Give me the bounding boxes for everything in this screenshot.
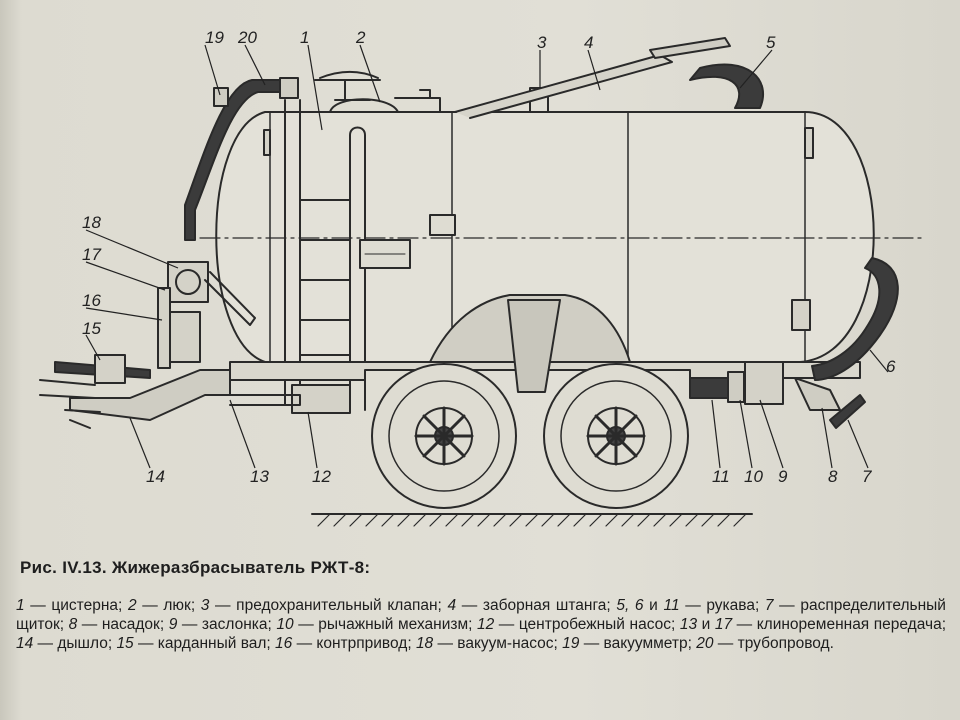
ground-hatch [317,513,747,527]
legend-text: — дышло; [33,635,117,652]
callout-14: 14 [146,467,165,486]
legend-number: 8 [68,616,78,633]
callout-20: 20 [237,28,257,47]
legend-number: 13 [679,616,698,633]
hose-6 [811,257,899,381]
legend-text: — клиноременная передача; [732,616,946,633]
legend-text: — заслонка; [177,616,277,633]
nozzle [794,377,841,411]
callout-labels: 19 20 1 2 3 4 5 18 17 16 15 14 13 12 11 … [82,28,896,486]
centrifugal-pump [291,384,351,414]
callout-13: 13 [250,467,269,486]
hatch-handle [319,71,379,79]
legend-text: — вакуум-насос; [433,635,563,652]
legend-number: 5, 6 [616,597,644,614]
legend-text: — цистерна; [24,597,128,614]
legend-text: — предохранительный клапан; [209,597,448,614]
callout-7: 7 [862,467,872,486]
legend-text: — рукава; [679,597,765,614]
callout-12: 12 [312,467,331,486]
legend-text: — карданный вал; [133,635,276,652]
legend-number: 19 [562,635,580,652]
caption-title: Рис. IV.13. Жижеразбрасыватель РЖТ-8: [20,558,946,578]
v-belt-17 [204,271,256,326]
legend-number: 16 [275,635,293,652]
legend-number: 20 [696,635,714,652]
legend-text: — распределительный щиток; [16,597,946,633]
legend-number: 17 [714,616,733,633]
legend-text: — центробежный насос; [494,616,680,633]
hatch [329,98,399,113]
callout-15: 15 [82,319,101,338]
legend-number: 15 [116,635,134,652]
legend-number: 4 [447,597,457,614]
lever-mechanism [744,361,784,405]
tank-spreader-drawing: 19 20 1 2 3 4 5 18 17 16 15 14 13 12 11 … [39,28,926,527]
figure-caption: Рис. IV.13. Жижеразбрасыватель РЖТ-8: 1 … [16,558,946,653]
intake-boom [454,54,673,119]
legend-text: — заборная штанга; [456,597,617,614]
callout-16: 16 [82,291,101,310]
rear-hose-5 [689,63,765,109]
legend-number: 12 [477,616,495,633]
callout-9: 9 [778,467,788,486]
legend-text: — контрпривод; [292,635,416,652]
pipeline-20 [184,79,281,241]
ladder [299,126,366,411]
leader-lines [85,44,889,469]
figure-title: Жижеразбрасыватель РЖТ-8: [111,558,371,577]
callout-5: 5 [766,33,776,52]
legend-number: 2 [127,597,137,614]
callout-2: 2 [355,28,366,47]
vacuum-gauge [213,87,229,107]
legend-text: и [643,597,664,614]
wheel-rear [543,363,689,509]
legend-text: — люк; [136,597,201,614]
tank-nameplate [429,214,456,236]
legend-text: — вакуумметр; [579,635,697,652]
legend-number: 10 [276,616,294,633]
callout-10: 10 [744,467,763,486]
chassis-frame [229,361,861,381]
figure-number: Рис. IV.13. [20,558,107,577]
callout-3: 3 [537,33,547,52]
legend-number: 1 [16,597,25,614]
callout-6: 6 [886,357,896,376]
countershaft-16 [157,287,171,369]
distribution-shield [829,394,866,429]
legend-number: 7 [764,597,774,614]
v-belt-13 [229,394,301,406]
callout-1: 1 [300,28,309,47]
legend-number: 14 [16,635,34,652]
gate-valve [727,371,745,403]
legend-text: и [697,616,715,633]
legend-number: 9 [168,616,178,633]
legend-text: — насадок; [77,616,169,633]
legend-number: 18 [415,635,434,652]
callout-18: 18 [82,213,101,232]
figure-legend: 1 — цистерна; 2 — люк; 3 — предохранител… [16,596,946,653]
legend-text: — рычажный механизм; [293,616,477,633]
callout-17: 17 [82,245,101,264]
legend-number: 11 [663,597,680,614]
legend-text: — трубопровод. [713,635,834,652]
callout-19: 19 [205,28,224,47]
vacuum-pump [167,261,209,303]
callout-11: 11 [712,467,730,486]
callout-4: 4 [584,33,593,52]
legend-number: 3 [200,597,210,614]
wheel-front [371,363,517,509]
callout-8: 8 [828,467,838,486]
